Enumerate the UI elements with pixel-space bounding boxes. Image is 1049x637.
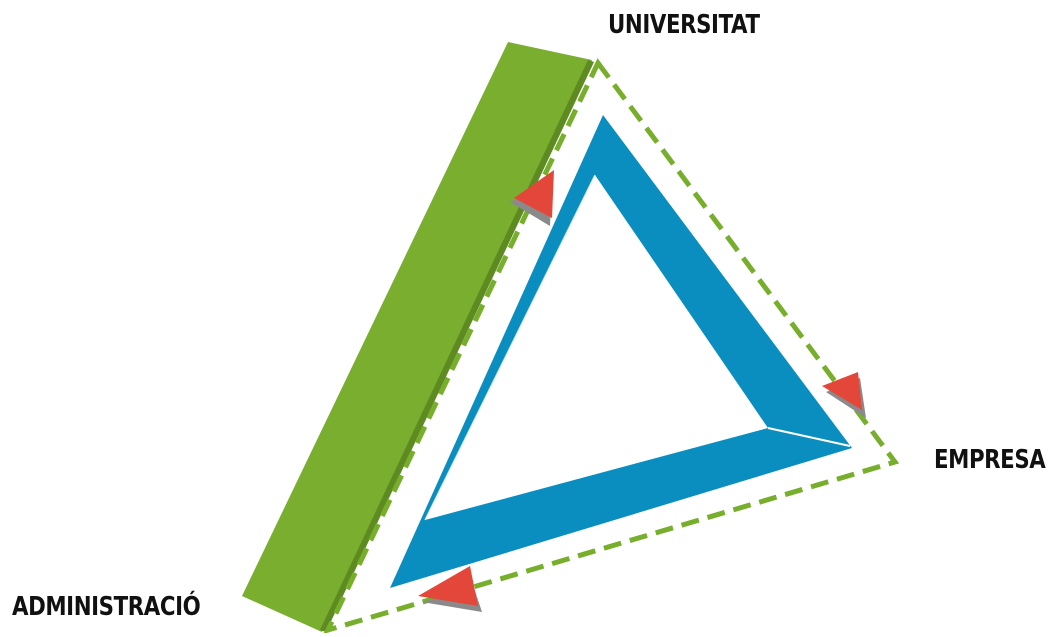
arrow-right xyxy=(822,372,862,410)
node-label-administracio: ADMINISTRACIÓ xyxy=(12,592,200,622)
node-label-empresa: EMPRESA xyxy=(934,445,1045,475)
node-label-universitat: UNIVERSITAT xyxy=(608,10,760,40)
